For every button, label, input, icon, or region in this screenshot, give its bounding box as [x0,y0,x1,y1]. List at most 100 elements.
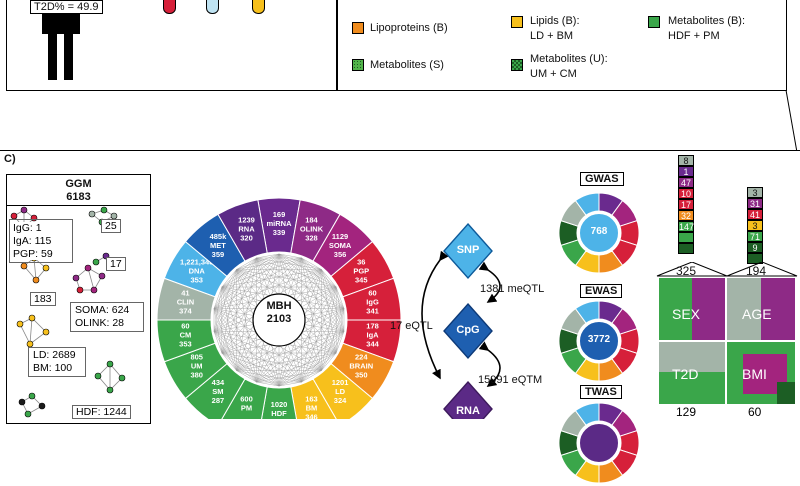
t2d-percent-label: T2D% = 49.9 [30,0,103,14]
ggm-igg-label: IgG: 1 [13,222,42,234]
ggm-soma-label: SOMA: 624 [72,304,133,316]
wheel-segment-text: OLINK [300,225,324,234]
ggm-ld-label: LD: 2689 [30,349,79,361]
lipids-swatch [511,16,523,28]
bar-cell: 3 [747,187,763,198]
wheel-center-title: MBH [266,300,292,312]
metabolites-s-swatch [352,59,364,71]
tube-yellow-icon [252,0,265,14]
wheel-segment-text: PGP [353,267,369,276]
wheel-segment-text: IgA [367,330,380,339]
wheel-segment-text: 60 [368,289,376,298]
ggm-ld-box [28,347,86,377]
rna-label: RNA [456,405,480,417]
wheel-segment-text: 339 [273,228,286,237]
puzzle-sex-label: SEX [672,306,701,322]
wheel-segment-text: BRAIN [349,362,373,371]
bar-cell: 9 [747,242,763,253]
wheel-segment-text: MET [210,241,226,250]
metabolites-s-label: Metabolites (S) [370,59,444,71]
count-left: 325 [675,264,697,278]
wheel-segment-text: 805 [190,353,203,362]
person-icon [42,14,80,84]
wheel-segment-text: LD [335,387,346,396]
wheel-segment-text: HDF [271,409,287,418]
bar-cell: 32 [678,210,694,221]
meqtl-label: 1381 meQTL [480,283,545,295]
cpg-label: CpG [456,324,480,336]
wheel-segment-text: CLIN [177,298,195,307]
wheel-segment-text: 169 [273,210,286,219]
wheel-segment-text: SM [212,387,223,396]
donut-center [578,422,620,464]
bar-cell: 31 [747,198,763,209]
wheel-segment-text: 41 [181,289,189,298]
tube-blue-icon [206,0,219,14]
wheel-segment-text: 353 [190,276,203,285]
wheel-segment-text: 178 [366,321,379,330]
wheel-segment-text: 344 [366,339,379,348]
ggm-hdf-label: HDF: 1244 [72,405,131,419]
puzzle-bottom-left-count: 129 [676,405,697,419]
donut-segment [574,300,600,324]
wheel-segment-text: 341 [366,307,379,316]
bar-cell [678,232,694,243]
ggm-183-label: 183 [30,292,56,306]
puzzle-t2d-label: T2D [672,366,699,382]
bar-cell: 1 [678,166,694,177]
ggm-17-label: 17 [106,257,126,271]
bar-cell: 3 [747,220,763,231]
wheel-center [252,293,306,347]
gwas-value: 768 [590,226,608,237]
count-right: 194 [745,264,767,278]
metabolites-u-swatch [511,59,523,71]
bar-cell: 17 [678,199,694,210]
snp-node [443,222,493,280]
lipoproteins-swatch [352,22,364,34]
lipids-label-2: LD + BM [530,30,574,42]
wheel-segment-text: 1239 [238,216,255,225]
rna-node [443,380,493,419]
connector-line [785,89,799,159]
wheel-segment-text: 324 [334,396,347,405]
wheel-segment-text: 380 [190,371,203,380]
wheel-segment-text: 320 [240,234,253,243]
wheel-segment-text: PM [241,403,252,412]
metabolites-u-label-2: UM + CM [530,68,577,80]
donut-center [578,320,620,362]
bar-cell: 147 [678,221,695,232]
wheel-segment-text: 353 [179,339,192,348]
ggm-count: 6183 [66,191,91,203]
ggm-iga-label: IgA: 115 [13,235,52,247]
wheel-segment-text: BM [306,403,318,412]
ewas-value: 3772 [587,334,611,345]
ggm-25-label: 25 [101,219,121,233]
wheel-segment-text: 36 [357,258,365,267]
wheel-center-count: 2103 [266,313,292,325]
wheel-segment-text: 1201 [332,378,349,387]
wheel-segment-rna [217,199,268,262]
wheel-segment-text: 224 [355,353,368,362]
wheel-segment-text: 350 [355,371,368,380]
bar-cell: 47 [678,177,694,188]
qtl-network [421,222,501,419]
gwas-title: GWAS [580,172,624,186]
donut-segment [574,192,600,216]
puzzle-age-label: AGE [742,306,772,322]
wheel-segment-text: 346 [305,412,318,419]
ggm-bm-label: BM: 100 [30,362,76,374]
ewas-donut [558,300,640,382]
twas-donut [558,402,640,484]
trait-puzzle [656,262,798,404]
wheel-segment-text: 1129 [332,232,348,241]
wheel-segment-text: 356 [334,250,347,259]
wheel-segment-text: 1,221,345 [180,258,213,267]
bar-cell [747,253,763,264]
ewas-title: EWAS [580,284,623,298]
wheel-segment-text: 345 [355,276,368,285]
lipids-label-1: Lipids (B): [530,15,580,27]
wheel-segment-text: DNA [189,267,206,276]
lipoproteins-label: Lipoproteins (B) [370,22,448,34]
